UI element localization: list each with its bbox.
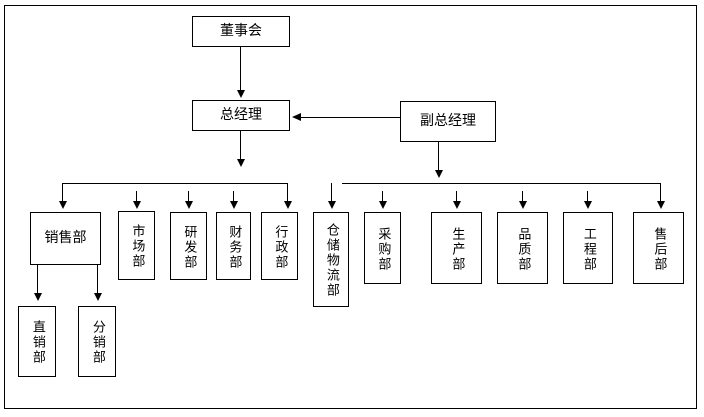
node-admin[interactable]: 行政部 [261, 212, 298, 280]
bus-general-manager-departments [62, 183, 287, 184]
drop-engineering-line [587, 191, 588, 203]
node-sales[interactable]: 销售部 [30, 212, 101, 265]
drop-admin-line [287, 183, 288, 203]
node-direct-sales-label: 直销部 [29, 320, 45, 365]
drop-purchasing-line [382, 191, 383, 203]
drop-quality-arrow-icon [519, 201, 527, 209]
drop-engineering-arrow-icon [584, 201, 592, 209]
node-marketing-label: 市场部 [129, 224, 145, 269]
edge-deputy-down-line [438, 142, 439, 172]
node-rnd-label: 研发部 [181, 224, 197, 270]
bus-deputy-departments [342, 183, 661, 184]
node-distribution-sales[interactable]: 分销部 [78, 306, 116, 377]
node-warehouse-logistics[interactable]: 仓储物流部 [313, 212, 349, 307]
edge-deputy-to-general-manager-line [301, 117, 400, 118]
node-board-label: 董事会 [220, 23, 262, 40]
node-purchasing[interactable]: 采购部 [364, 212, 401, 284]
node-quality[interactable]: 品质部 [497, 212, 548, 284]
node-after-sales-label: 售后部 [651, 226, 667, 272]
drop-sales-arrow-icon [59, 201, 67, 209]
drop-marketing-line [136, 191, 137, 203]
node-general-manager-label: 总经理 [220, 107, 262, 124]
drop-warehouse-logistics-arrow-icon [328, 201, 336, 209]
node-finance[interactable]: 财务部 [216, 212, 251, 280]
node-finance-label: 财务部 [226, 224, 242, 270]
node-sales-label: 销售部 [44, 230, 87, 247]
node-rnd[interactable]: 研发部 [170, 212, 207, 280]
drop-admin-arrow-icon [284, 201, 292, 209]
drop-direct-sales-arrow-icon [34, 293, 42, 301]
node-direct-sales[interactable]: 直销部 [18, 306, 56, 377]
node-marketing[interactable]: 市场部 [118, 211, 155, 280]
drop-production-line [456, 191, 457, 203]
node-distribution-sales-label: 分销部 [89, 320, 105, 365]
node-engineering[interactable]: 工程部 [563, 212, 613, 284]
edge-board-to-general-manager-arrow-icon [237, 90, 245, 98]
node-production-label: 生产部 [449, 226, 465, 272]
node-general-manager[interactable]: 总经理 [192, 100, 290, 131]
drop-finance-line [233, 191, 234, 203]
node-purchasing-label: 采购部 [375, 226, 391, 272]
drop-after-sales-line [660, 183, 661, 203]
node-deputy-general-manager[interactable]: 副总经理 [400, 101, 496, 142]
node-engineering-label: 工程部 [580, 226, 596, 272]
node-warehouse-logistics-label: 仓储物流部 [323, 223, 339, 298]
edge-board-to-general-manager-line [240, 47, 241, 92]
edge-deputy-to-general-manager-arrow-icon [292, 113, 301, 121]
drop-rnd-line [188, 191, 189, 203]
node-deputy-general-manager-label: 副总经理 [420, 113, 476, 130]
drop-quality-line [522, 191, 523, 203]
drop-purchasing-arrow-icon [379, 201, 387, 209]
drop-finance-arrow-icon [230, 201, 238, 209]
node-quality-label: 品质部 [515, 226, 531, 272]
node-board[interactable]: 董事会 [192, 16, 290, 47]
drop-sales-line [62, 183, 63, 203]
drop-warehouse-logistics-line [331, 183, 332, 203]
edge-general-manager-down-arrow-icon [237, 159, 245, 167]
node-after-sales[interactable]: 售后部 [633, 212, 684, 284]
node-production[interactable]: 生产部 [431, 212, 482, 284]
drop-marketing-arrow-icon [133, 201, 141, 209]
drop-distribution-sales-arrow-icon [94, 293, 102, 301]
edge-general-manager-down-line [240, 131, 241, 161]
diagram-outer-border [4, 5, 697, 409]
node-admin-label: 行政部 [272, 224, 288, 270]
drop-distribution-sales-line [97, 265, 98, 295]
drop-direct-sales-line [37, 265, 38, 295]
drop-rnd-arrow-icon [185, 201, 193, 209]
edge-deputy-down-arrow-icon [435, 170, 443, 178]
drop-after-sales-arrow-icon [657, 201, 665, 209]
drop-production-arrow-icon [453, 201, 461, 209]
